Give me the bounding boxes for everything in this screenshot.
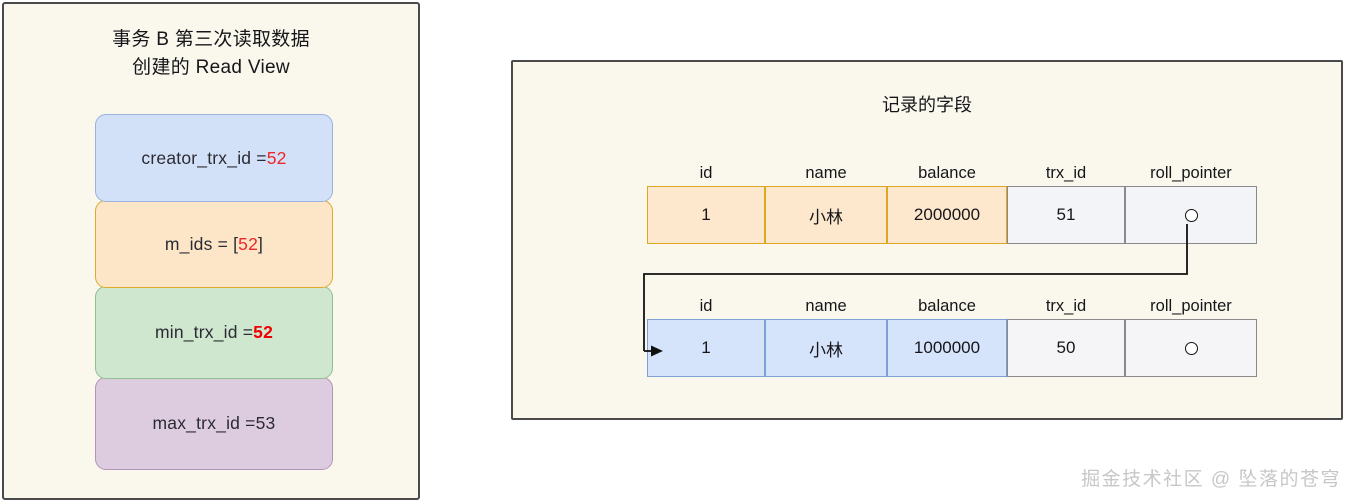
table-header-row-undo: id name balance trx_id roll_pointer xyxy=(647,293,1257,319)
read-view-field-list: creator_trx_id = 52 m_ids = [52] min_trx… xyxy=(95,114,333,470)
table-header-row-current: id name balance trx_id roll_pointer xyxy=(647,160,1257,186)
cell-id: 1 xyxy=(647,186,765,244)
column-header-name: name xyxy=(805,296,847,315)
cell-id: 1 xyxy=(647,319,765,377)
cell-trx-id: 51 xyxy=(1007,186,1125,244)
cell-trx-id: 50 xyxy=(1007,319,1125,377)
read-view-field-m-ids: m_ids = [52] xyxy=(95,200,333,288)
record-version-table-undo: id name balance trx_id roll_pointer 1 小林… xyxy=(647,293,1257,377)
cell-roll-pointer xyxy=(1125,186,1257,244)
m-ids-value: 52 xyxy=(238,233,259,254)
max-trx-id-label: max_trx_id = xyxy=(152,413,256,433)
pointer-circle-icon xyxy=(1184,341,1198,355)
min-trx-id-label: min_trx_id = xyxy=(154,322,254,342)
cell-balance: 1000000 xyxy=(887,319,1007,377)
read-view-title-line-2: 创建的 Read View xyxy=(132,57,290,78)
watermark-text: 掘金技术社区 @ 坠落的苍穹 xyxy=(1081,469,1341,490)
read-view-field-creator-trx-id: creator_trx_id = 52 xyxy=(95,114,333,202)
column-header-balance: balance xyxy=(918,163,976,182)
read-view-title: 事务 B 第三次读取数据 创建的 Read View xyxy=(4,26,418,82)
m-ids-label-suffix: ] xyxy=(258,233,264,254)
read-view-panel: 事务 B 第三次读取数据 创建的 Read View creator_trx_i… xyxy=(2,2,420,500)
table-row: 1 小林 2000000 51 xyxy=(647,186,1257,244)
record-panel-title: 记录的字段 xyxy=(882,95,972,115)
pointer-circle-icon xyxy=(1184,208,1198,222)
creator-trx-id-value: 52 xyxy=(266,147,287,168)
m-ids-label: m_ids = [ xyxy=(164,233,239,254)
cell-roll-pointer xyxy=(1125,319,1257,377)
column-header-name: name xyxy=(805,163,847,182)
column-header-roll-pointer: roll_pointer xyxy=(1150,296,1232,315)
cell-balance: 2000000 xyxy=(887,186,1007,244)
column-header-balance: balance xyxy=(918,296,976,315)
column-header-trx-id: trx_id xyxy=(1045,163,1087,182)
read-view-field-min-trx-id: min_trx_id = 52 xyxy=(95,286,333,379)
column-header-id: id xyxy=(699,296,713,315)
column-header-roll-pointer: roll_pointer xyxy=(1150,163,1232,182)
cell-name: 小林 xyxy=(765,319,887,377)
read-view-title-line-1: 事务 B 第三次读取数据 xyxy=(112,29,310,50)
min-trx-id-value: 52 xyxy=(253,322,274,342)
record-version-table-current: id name balance trx_id roll_pointer 1 小林… xyxy=(647,160,1257,244)
column-header-trx-id: trx_id xyxy=(1045,296,1087,315)
column-header-id: id xyxy=(699,163,713,182)
read-view-field-max-trx-id: max_trx_id = 53 xyxy=(95,377,333,470)
cell-name: 小林 xyxy=(765,186,887,244)
max-trx-id-value: 53 xyxy=(255,413,276,433)
table-row: 1 小林 1000000 50 xyxy=(647,319,1257,377)
record-fields-panel: 记录的字段 id name balance trx_id roll_pointe… xyxy=(511,60,1343,420)
creator-trx-id-label: creator_trx_id = xyxy=(141,147,267,168)
